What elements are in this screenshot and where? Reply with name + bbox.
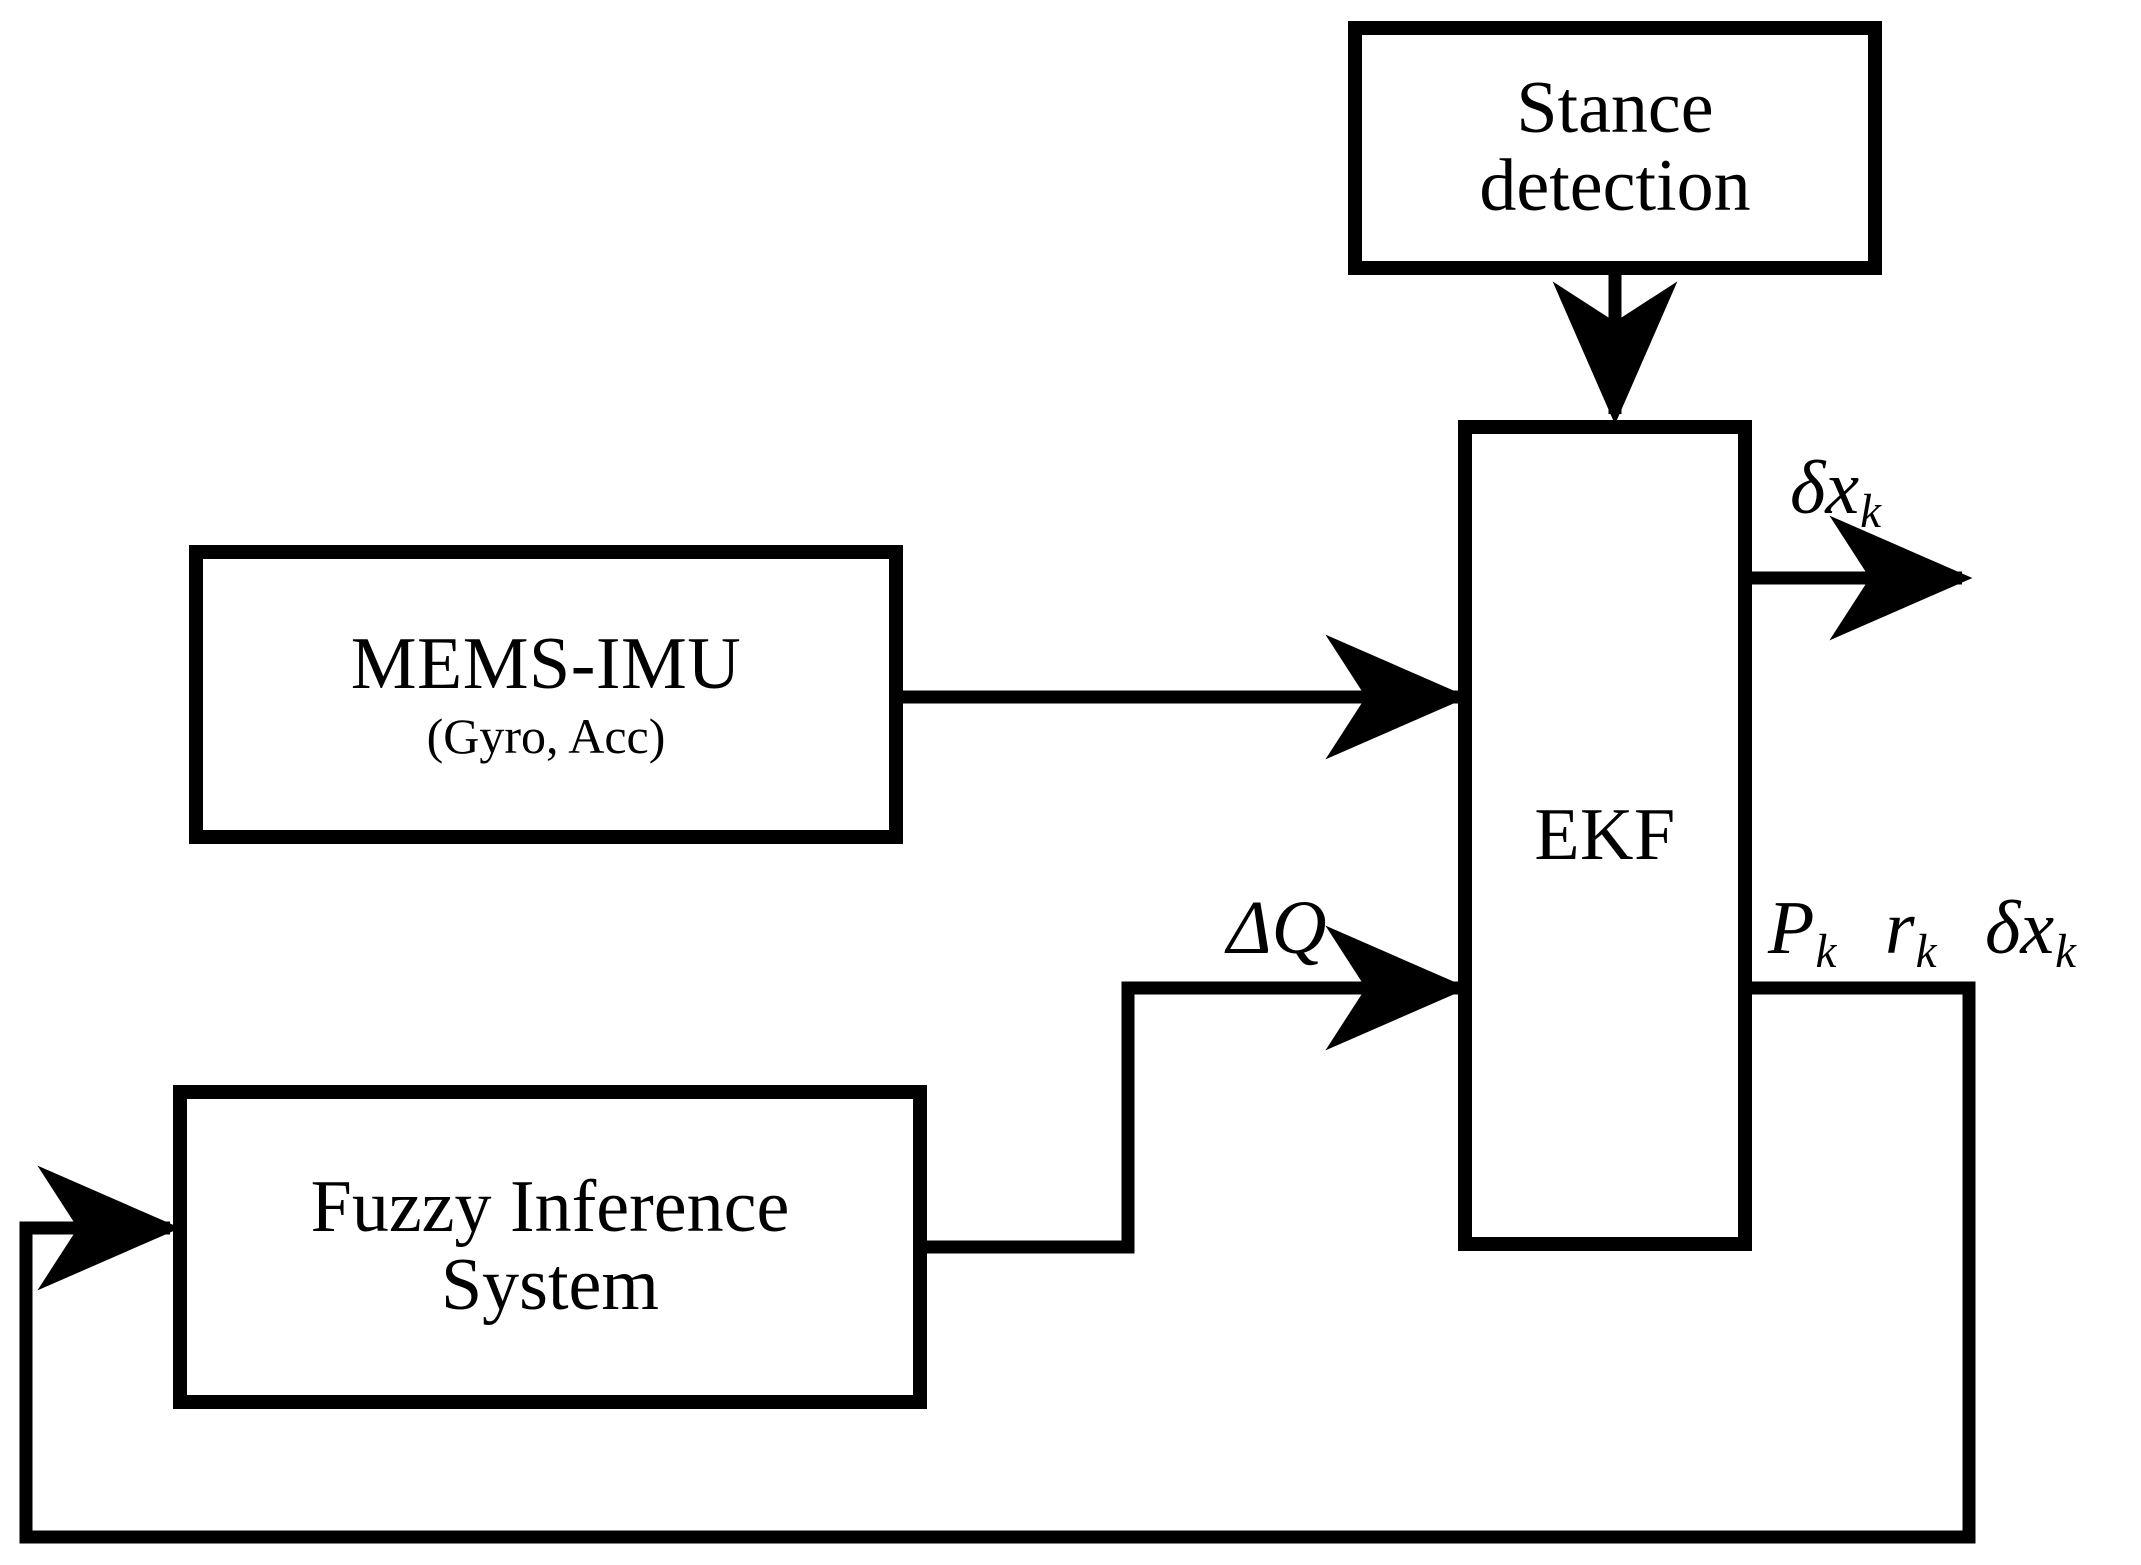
delta-x-k-feedback-base: δx	[1985, 886, 2055, 970]
delta-q-base: ΔQ	[1227, 886, 1327, 970]
connector-ekf-feedback-to-fis	[19, 981, 1976, 1544]
delta-x-k-feedback-sub: k	[2055, 926, 2076, 979]
connector-fis-to-ekf	[920, 925, 1469, 1254]
block-stance-detection-rect	[1348, 21, 1882, 275]
signal-label-p-k: Pk	[1768, 890, 1836, 976]
block-mems-imu-rect	[189, 545, 903, 844]
signal-label-r-k: rk	[1885, 890, 1937, 976]
r-k-sub: k	[1915, 926, 1937, 979]
delta-x-k-output-base: δx	[1790, 446, 1860, 530]
p-k-base: P	[1768, 886, 1815, 970]
p-k-sub: k	[1815, 926, 1837, 979]
block-fuzzy-inference-system-rect	[173, 1085, 927, 1409]
signal-label-delta-x-k-feedback: δxk	[1985, 890, 2076, 976]
r-k-base: r	[1885, 886, 1915, 970]
signal-label-delta-x-k-output: δxk	[1790, 450, 1881, 536]
delta-x-k-output-sub: k	[1860, 486, 1881, 539]
block-ekf-rect	[1458, 420, 1752, 1251]
signal-label-delta-q: ΔQ	[1227, 890, 1327, 966]
